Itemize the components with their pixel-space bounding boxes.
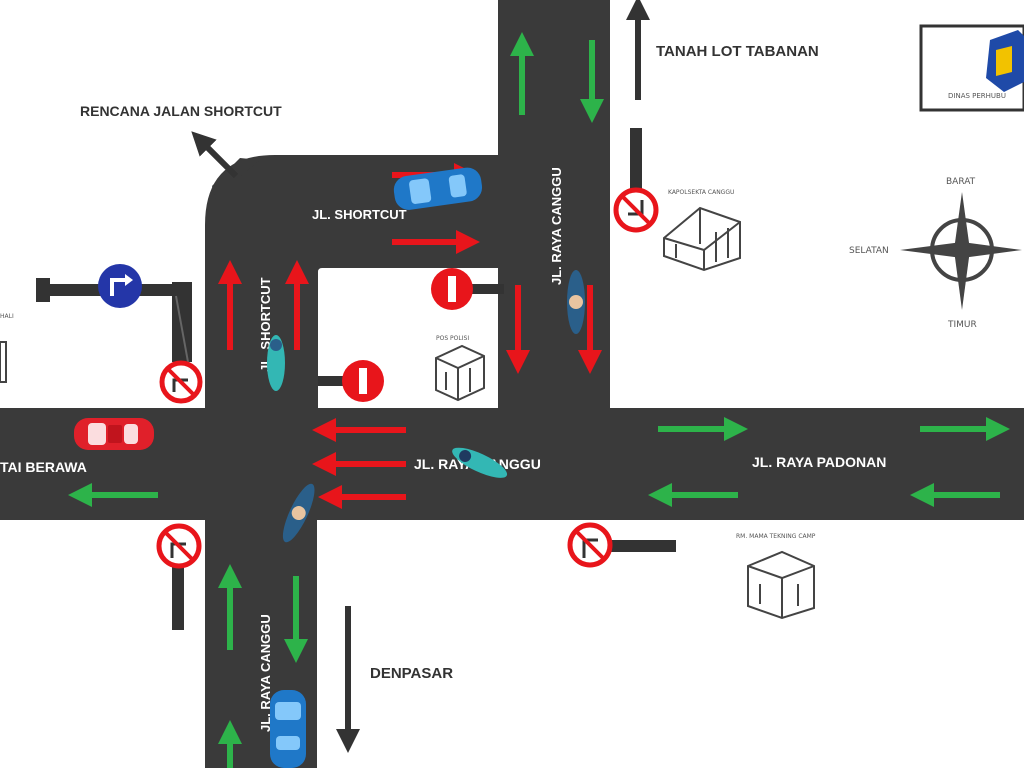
car-icon xyxy=(270,690,306,768)
no-turn-sign-icon xyxy=(613,128,659,233)
direction-arrow-rencana xyxy=(191,131,239,179)
label-berawa: TAI BERAWA xyxy=(0,459,87,475)
building-icon xyxy=(0,341,7,383)
no-entry-sign-icon xyxy=(318,360,384,402)
no-entry-sign-icon xyxy=(431,268,504,310)
compass-south-label: TIMUR xyxy=(947,320,977,330)
no-turn-sign-icon xyxy=(159,360,203,404)
label-padonan: JL. RAYA PADONAN xyxy=(752,454,886,470)
logo-box: DINAS PERHUBU xyxy=(919,24,1024,112)
building-label-top-right: KAPOLSEKTA CANGGU xyxy=(668,189,734,196)
no-turn-sign-icon xyxy=(156,523,202,630)
road-jl-raya-padonan xyxy=(0,408,1024,520)
compass-west-label: SELATAN xyxy=(849,246,889,256)
label-tanah-lot: TANAH LOT TABANAN xyxy=(656,43,819,60)
label-rencana-jalan: RENCANA JALAN SHORTCUT xyxy=(80,103,282,119)
building-label-left-edge: HALI xyxy=(0,313,14,320)
label-denpasar: DENPASAR xyxy=(370,665,453,682)
building-label-bottom-right: RM. MAMA TEKNING CAMP xyxy=(736,533,816,540)
label-shortcut-horizontal: JL. SHORTCUT xyxy=(312,207,407,222)
building-icon xyxy=(663,206,741,272)
direction-arrows xyxy=(191,0,650,753)
scooter-icon xyxy=(267,335,285,391)
building-icon xyxy=(747,550,815,620)
label-canggu-north: JL. RAYA CANGGU xyxy=(549,167,564,285)
green-flow-arrows xyxy=(68,32,1010,768)
turn-ahead-sign-icon xyxy=(36,264,192,363)
compass-north-label: BARAT xyxy=(946,177,976,187)
no-turn-sign-icon xyxy=(567,522,676,568)
scooter-icon xyxy=(567,270,585,334)
road-rencana-shortcut-stub xyxy=(212,158,260,200)
building-label-center: POS POLISI xyxy=(436,335,469,342)
logo-text: DINAS PERHUBU xyxy=(948,92,1006,100)
compass-rose-icon xyxy=(900,192,1022,310)
label-canggu-south: JL. RAYA CANGGU xyxy=(258,614,273,732)
scooter-icon xyxy=(282,483,315,543)
car-icon xyxy=(393,167,483,210)
scooter-icon xyxy=(452,447,508,478)
car-icon xyxy=(74,418,154,450)
building-icon xyxy=(435,344,485,402)
